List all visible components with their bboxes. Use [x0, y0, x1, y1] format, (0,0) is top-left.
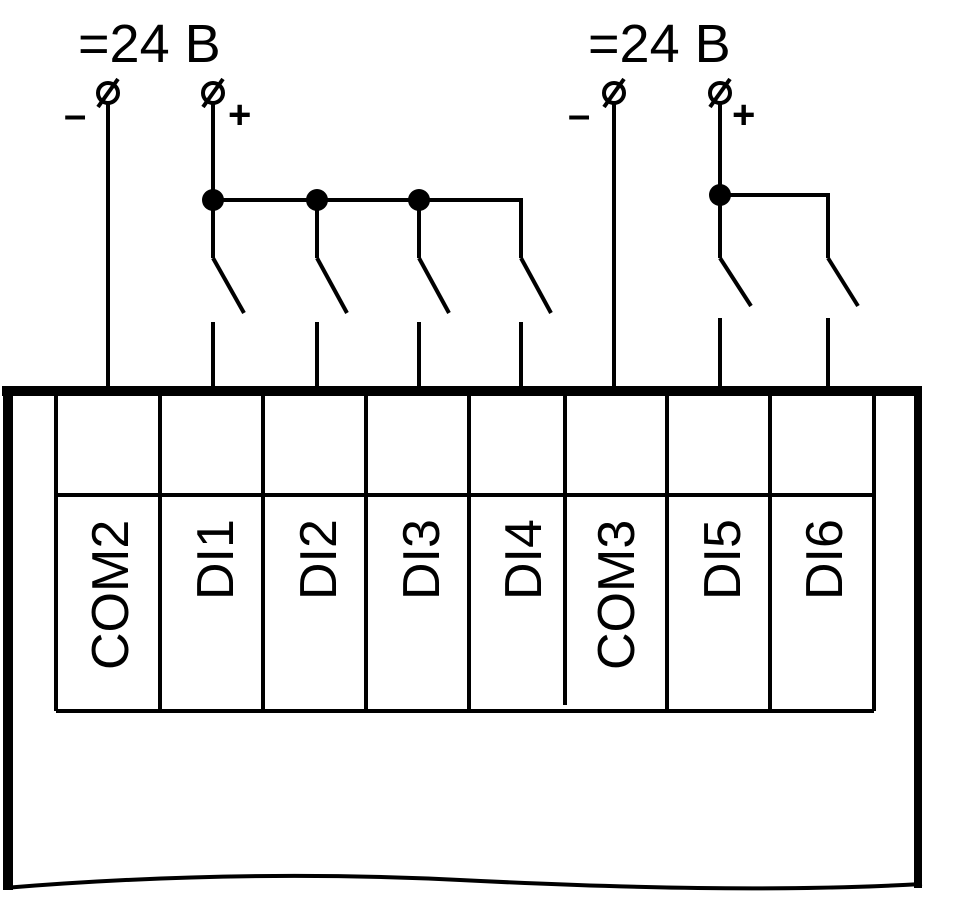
- junctions: [202, 184, 731, 211]
- supply-2: =24 B – +: [568, 14, 755, 137]
- terminal-label-di3: DI3: [393, 519, 451, 600]
- supply-1-plus-sign: +: [228, 93, 251, 137]
- switch-di3: [417, 257, 451, 314]
- terminal-label-di6: DI6: [796, 519, 854, 600]
- junction-dot: [306, 189, 328, 211]
- housing-break-line: [3, 873, 923, 891]
- supply-2-label: =24 B: [588, 14, 731, 74]
- supply-1: =24 B – +: [64, 14, 251, 137]
- supply-1-label: =24 B: [78, 14, 221, 74]
- terminal-label-com3: COM3: [588, 520, 646, 670]
- junction-dot: [408, 189, 430, 211]
- terminal-label-com2: COM2: [82, 520, 140, 670]
- terminal-label-di5: DI5: [694, 519, 752, 600]
- junction-dot: [202, 189, 224, 211]
- terminal-label-di4: DI4: [495, 519, 553, 600]
- wiring: [106, 103, 860, 390]
- switch-di4: [519, 257, 553, 314]
- supply-1-minus-sign: –: [64, 93, 86, 137]
- supply-2-minus-sign: –: [568, 93, 590, 137]
- bus-2: [720, 193, 830, 258]
- supply-terminals: [96, 77, 732, 109]
- terminal-label-di1: DI1: [187, 519, 245, 600]
- junction-dot: [709, 184, 731, 206]
- terminal-label-di2: DI2: [290, 519, 348, 600]
- terminal-screw-icon: [96, 77, 120, 109]
- terminal-screw-icon: [708, 77, 732, 109]
- terminal-labels: COM2 DI1 DI2 DI3 DI4 COM3 DI5 DI6: [82, 519, 854, 670]
- bus-1: [213, 198, 523, 258]
- terminal-screw-icon: [201, 77, 225, 109]
- switch-di2: [315, 257, 349, 314]
- switch-di5: [718, 256, 753, 308]
- terminal-screw-icon: [602, 77, 626, 109]
- terminal-block: [54, 395, 876, 713]
- supply-2-plus-sign: +: [732, 93, 755, 137]
- switch-di6: [826, 256, 860, 308]
- device-housing: [2, 386, 923, 891]
- switch-di1: [211, 257, 246, 314]
